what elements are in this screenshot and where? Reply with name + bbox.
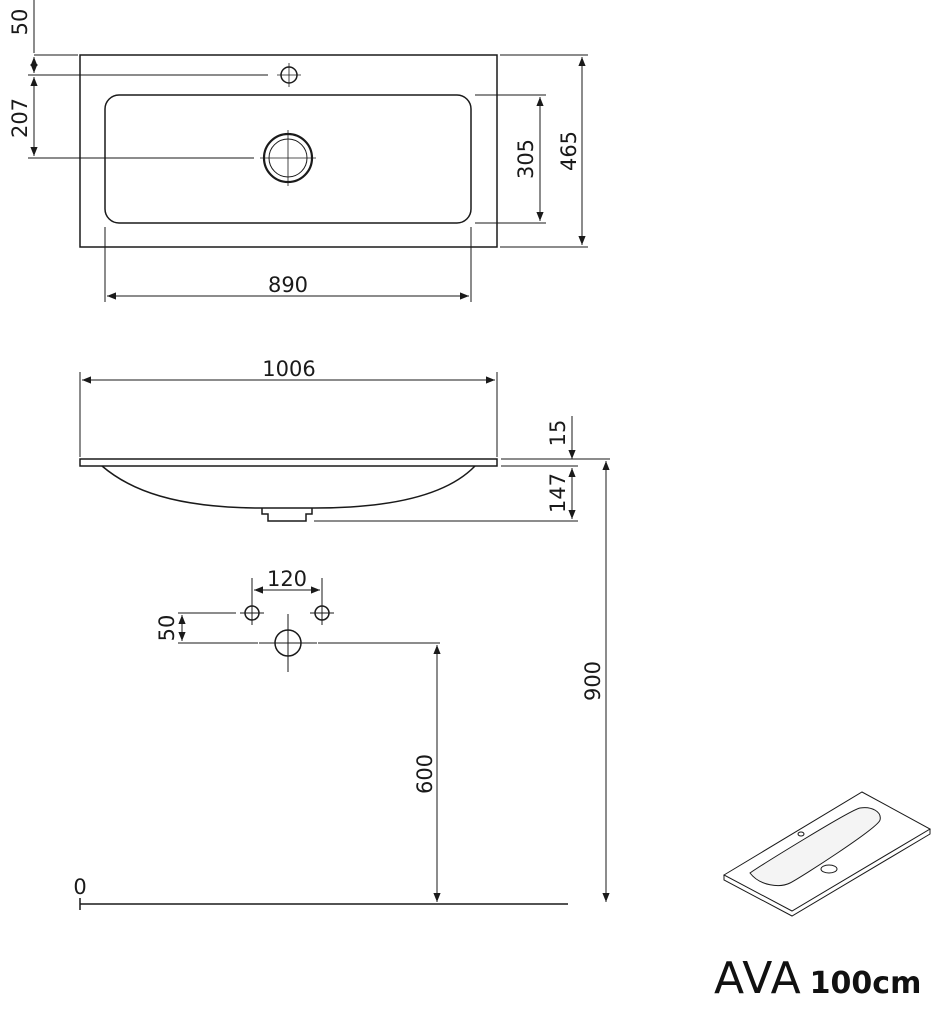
dim-total-width: 1006 xyxy=(262,357,315,381)
basin-3d-thumbnail xyxy=(722,791,932,917)
dim-drain-height: 600 xyxy=(413,754,437,794)
dim-bowl-width: 890 xyxy=(268,273,308,297)
side-view xyxy=(79,372,610,910)
dim-bowl-height: 147 xyxy=(546,473,570,513)
bowl-profile xyxy=(101,465,476,509)
top-view xyxy=(28,0,588,302)
dim-mount-height: 900 xyxy=(581,661,605,701)
bowl-outline xyxy=(104,94,472,224)
drain-outlet xyxy=(261,508,313,522)
dim-top-thickness: 15 xyxy=(546,420,570,447)
dim-tap-height: 50 xyxy=(155,615,179,642)
basin-top-profile xyxy=(79,458,498,467)
dim-total-depth: 465 xyxy=(557,131,581,171)
dim-tap-offset: 50 xyxy=(8,9,32,36)
floor-label: 0 xyxy=(73,875,86,899)
dim-bowl-depth: 305 xyxy=(514,139,538,179)
basin-outline xyxy=(79,54,498,248)
dim-drain-offset: 207 xyxy=(8,98,32,138)
product-size: 100cm xyxy=(809,966,922,1001)
dim-tap-spacing: 120 xyxy=(267,567,307,591)
product-name: AVA xyxy=(714,953,802,1004)
